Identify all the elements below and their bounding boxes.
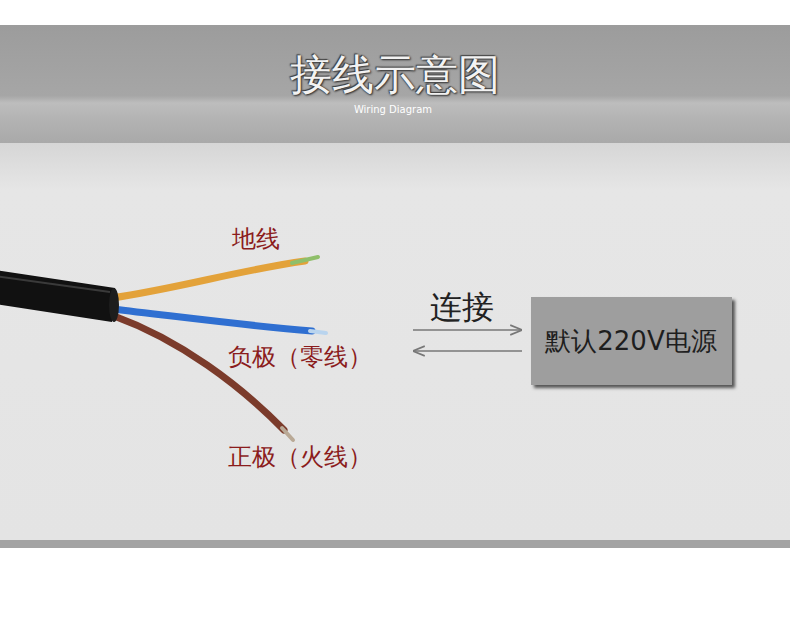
- wire-label: 负极（零线）: [228, 344, 372, 370]
- cable-sheath: [0, 270, 115, 322]
- subtitle: Wiring Diagram: [354, 104, 432, 115]
- bottom-strip: [0, 540, 790, 548]
- arrow-right: [413, 329, 521, 331]
- neutral-wire-tip: [310, 331, 326, 333]
- box-text: 默认220V电源: [545, 327, 716, 356]
- connect-label: 连接: [430, 290, 494, 325]
- live-wire: [114, 316, 284, 430]
- live-wire-tip: [282, 428, 293, 440]
- ground-wire: [112, 261, 305, 298]
- wire-label: 正极（火线）: [228, 444, 372, 470]
- wire-label: 地线: [232, 226, 280, 252]
- title: 接线示意图: [290, 52, 500, 98]
- arrow-left: [414, 350, 522, 352]
- cable-end: [109, 288, 119, 322]
- cable-highlight: [0, 276, 110, 292]
- power-box: 默认220V电源: [531, 297, 732, 385]
- ground-wire-tip: [292, 257, 318, 263]
